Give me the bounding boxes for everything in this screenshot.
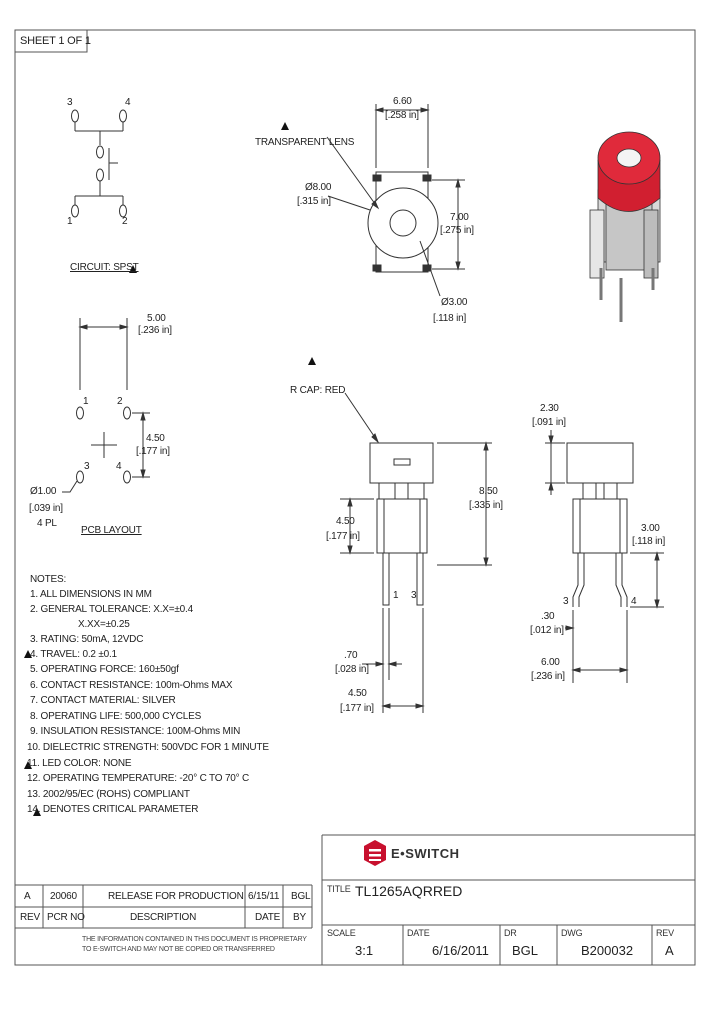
circuit-diagram	[71, 109, 127, 218]
sideview-dim-body: 4.50	[336, 516, 355, 527]
circuit-pin-1: 1	[67, 216, 73, 227]
brand-name: E•SWITCH	[391, 846, 460, 861]
topview-dim-width-in: [.258 in]	[385, 110, 419, 121]
pcb-dim-side: 4.50	[146, 433, 165, 444]
endview-dim-cap: 2.30	[540, 403, 559, 414]
pcb-pin-2: 2	[117, 396, 123, 407]
rev-header-date: DATE	[255, 912, 281, 923]
eswitch-logo-icon	[364, 840, 386, 866]
pcb-hole-qty: 4 PL	[37, 518, 57, 529]
top-view	[326, 104, 465, 297]
dwg-label: DWG	[561, 928, 583, 938]
part-number: TL1265AQRRED	[355, 883, 463, 899]
note-item: 7. CONTACT MATERIAL: SILVER	[30, 695, 176, 706]
note-item: 4. TRAVEL: 0.2 ±0.1	[30, 649, 117, 660]
sideview-pin-1: 1	[393, 590, 399, 601]
side-view	[340, 392, 492, 713]
pcb-label: PCB LAYOUT	[81, 525, 142, 536]
rev-row-rev: A	[24, 891, 31, 902]
sideview-dim-total: 8.50	[479, 486, 498, 497]
note-item: 2. GENERAL TOLERANCE: X.X=±0.4	[30, 604, 193, 615]
topview-lens: TRANSPARENT LENS	[255, 137, 355, 148]
topview-dim-inner: Ø3.00	[441, 297, 468, 308]
endview-pin-4: 4	[631, 596, 637, 607]
note-item: 9. INSULATION RESISTANCE: 100M-Ohms MIN	[30, 726, 241, 737]
rev-header-by: BY	[293, 912, 306, 923]
pcb-layout	[62, 318, 150, 493]
date-label: DATE	[407, 928, 430, 938]
topview-dim-outer: Ø8.00	[305, 182, 332, 193]
rev-row-desc: RELEASE FOR PRODUCTION	[108, 891, 244, 902]
pcb-dim-top: 5.00	[147, 313, 166, 324]
critical-markers	[24, 122, 316, 816]
pcb-hole-in: [.039 in]	[29, 503, 63, 514]
notes-title: NOTES:	[30, 574, 67, 585]
circuit-pin-4: 4	[125, 97, 131, 108]
rev-row-date: 6/15/11	[248, 891, 280, 902]
pcb-pin-1: 1	[83, 396, 89, 407]
pcb-pin-4: 4	[116, 461, 122, 472]
sheet-label: SHEET 1 OF 1	[20, 35, 91, 47]
endview-dim-pitch-in: [.236 in]	[531, 671, 565, 682]
topview-dim-inner-in: [.118 in]	[433, 313, 467, 324]
endview-pin-3: 3	[563, 596, 569, 607]
circuit-pin-3: 3	[67, 97, 73, 108]
disclaimer-line-2: TO E-SWITCH AND MAY NOT BE COPIED OR TRA…	[82, 946, 275, 953]
rev-label: REV	[656, 928, 674, 938]
dwg-value: B200032	[581, 943, 634, 958]
note-item: 11. LED COLOR: NONE	[27, 758, 132, 769]
sideview-dim-pitch: 4.50	[348, 688, 367, 699]
date-value: 6/16/2011	[432, 943, 489, 958]
pcb-hole: Ø1.00	[30, 486, 57, 497]
pcb-dim-top-in: [.236 in]	[138, 325, 172, 336]
sideview-dim-pin-in: [.028 in]	[335, 664, 369, 675]
rev-header-pcr: PCR NO	[47, 912, 85, 923]
endview-dim-thick: .30	[541, 611, 555, 622]
note-item: 13. 2002/95/EC (ROHS) COMPLIANT	[27, 789, 190, 800]
endview-dim-leg: 3.00	[641, 523, 660, 534]
circuit-pin-2: 2	[122, 216, 128, 227]
end-view	[545, 430, 664, 683]
sideview-cap: R CAP: RED	[290, 385, 346, 396]
topview-dim-width: 6.60	[393, 96, 412, 107]
pcb-pin-3: 3	[84, 461, 90, 472]
sideview-pin-3: 3	[411, 590, 417, 601]
sideview-dim-pitch-in: [.177 in]	[340, 703, 374, 714]
note-item: 5. OPERATING FORCE: 160±50gf	[30, 664, 179, 675]
scale-label: SCALE	[327, 928, 356, 938]
scale-value: 3:1	[355, 943, 374, 958]
endview-dim-pitch: 6.00	[541, 657, 560, 668]
sideview-dim-body-in: [.177 in]	[326, 531, 360, 542]
rev-value: A	[665, 943, 674, 958]
circuit-label: CIRCUIT: SPST	[70, 262, 139, 273]
note-item: 8. OPERATING LIFE: 500,000 CYCLES	[30, 711, 202, 722]
note-item: 14. DENOTES CRITICAL PARAMETER	[27, 804, 199, 815]
note-item: 1. ALL DIMENSIONS IN MM	[30, 589, 152, 600]
note-item: X.XX=±0.25	[78, 619, 130, 630]
dr-label: DR	[504, 928, 517, 938]
disclaimer-line-1: THE INFORMATION CONTAINED IN THIS DOCUME…	[82, 936, 307, 943]
endview-dim-leg-in: [.118 in]	[632, 536, 666, 547]
topview-dim-outer-in: [.315 in]	[297, 196, 331, 207]
note-item: 10. DIELECTRIC STRENGTH: 500VDC FOR 1 MI…	[27, 742, 269, 753]
rev-row-pcr: 20060	[50, 891, 77, 902]
note-item: 6. CONTACT RESISTANCE: 100m-Ohms MAX	[30, 680, 233, 691]
rev-header-rev: REV	[20, 912, 40, 923]
rev-header-desc: DESCRIPTION	[130, 912, 197, 923]
topview-dim-height: 7.00	[450, 212, 469, 223]
topview-dim-height-in: [.275 in]	[440, 225, 474, 236]
endview-dim-thick-in: [.012 in]	[530, 625, 564, 636]
dr-value: BGL	[512, 943, 539, 958]
product-render	[589, 131, 661, 322]
pcb-dim-side-in: [.177 in]	[136, 446, 170, 457]
note-item: 12. OPERATING TEMPERATURE: -20° C TO 70°…	[27, 773, 250, 784]
title-block-lines	[15, 834, 695, 965]
note-item: 3. RATING: 50mA, 12VDC	[30, 634, 144, 645]
endview-dim-cap-in: [.091 in]	[532, 417, 566, 428]
rev-row-by: BGL	[291, 891, 311, 902]
sideview-dim-total-in: [.335 in]	[469, 500, 503, 511]
sideview-dim-pin: .70	[344, 650, 358, 661]
title-label: TITLE	[327, 884, 351, 894]
